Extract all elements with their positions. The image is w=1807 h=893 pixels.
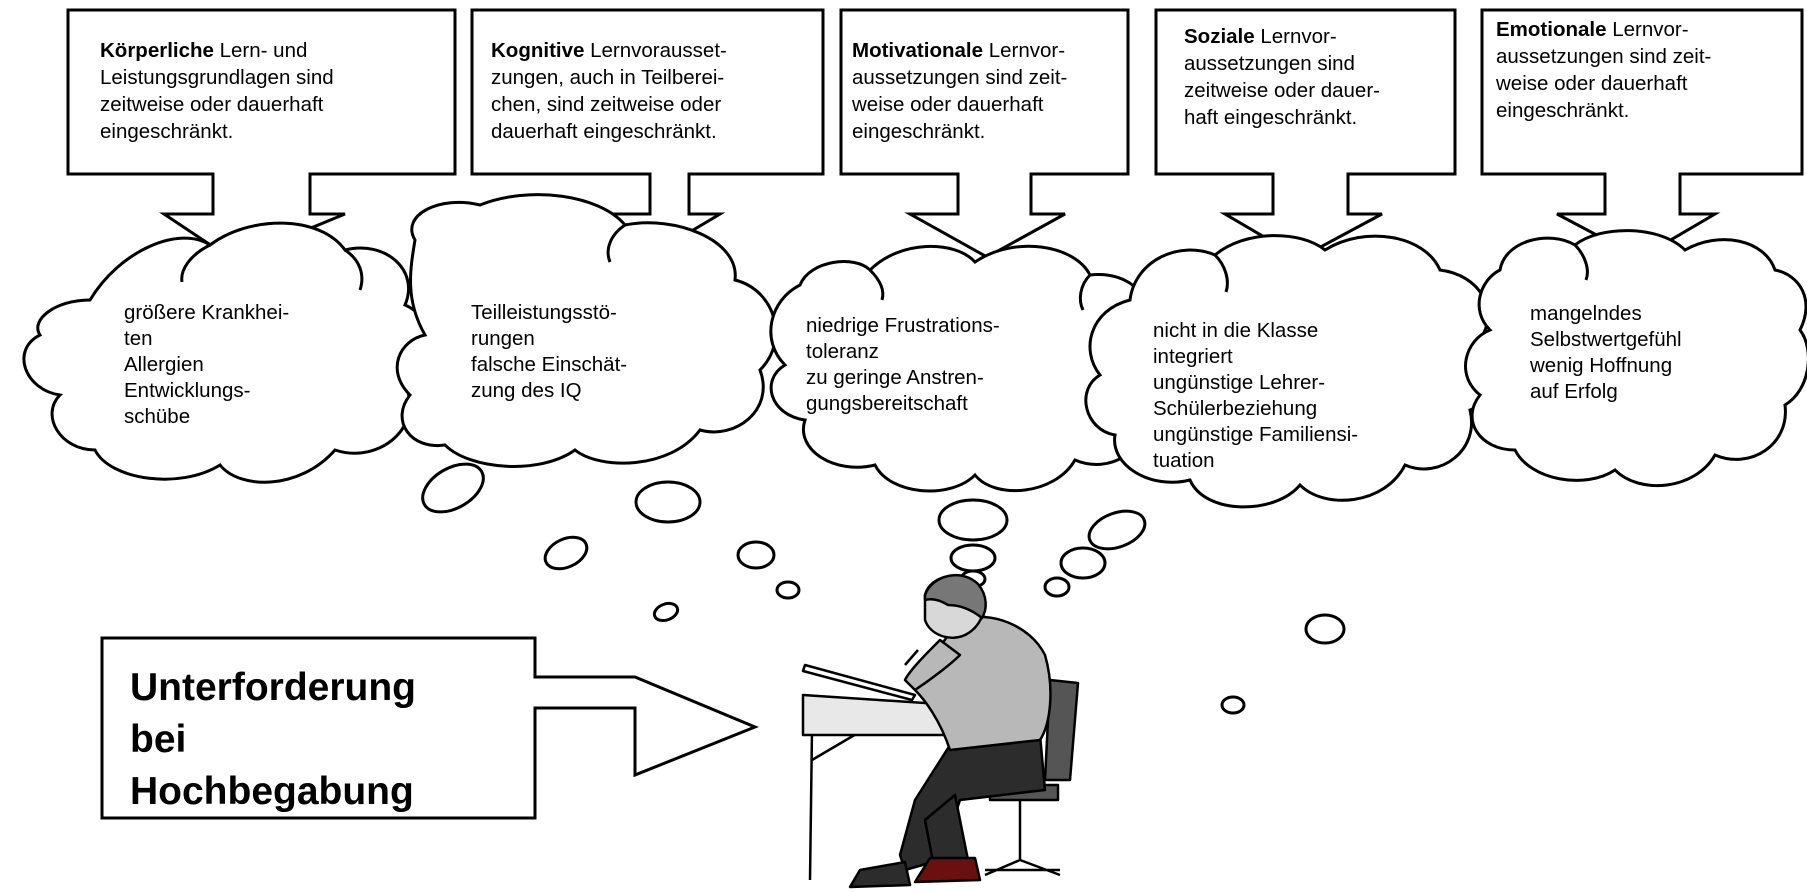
callout-text-motivationale: Motivationale Lernvor- aussetzungen sind… (852, 37, 1067, 145)
thought-cloud-koerperlich (22, 221, 431, 484)
student-at-desk-illustration (801, 574, 1080, 889)
thought-bubble (1304, 613, 1346, 645)
callout-line: Lernvor- (1606, 18, 1689, 41)
pants (898, 733, 1047, 872)
arrow-box-title: Unterforderung bei Hochbegabung (130, 662, 416, 818)
callout-bold: Emotionale (1496, 18, 1607, 41)
cloud-line: mangelndes (1530, 302, 1642, 325)
cloud-line: schübe (124, 405, 191, 428)
callout-line: eingeschränkt. (100, 120, 234, 143)
callout-line: aussetzungen sind zeit- (852, 66, 1068, 89)
callout-line: Lern- und (213, 39, 308, 62)
cloud-line: Schülerbeziehung (1153, 397, 1318, 420)
callout-line: zeitweise oder dauerhaft (100, 93, 324, 116)
thought-cloud-kognitiv (395, 193, 778, 468)
callout-line: Lernvor- (983, 39, 1066, 62)
callout-box-motivationale (839, 8, 1130, 259)
callout-text-emotionale: Emotionale Lernvor- aussetzungen sind ze… (1496, 16, 1711, 124)
callout-bold: Kognitive (491, 39, 585, 62)
cloud-text-motivational: niedrige Frustrations- toleranz zu gerin… (806, 313, 1000, 417)
callout-line: aussetzungen sind (1184, 52, 1355, 75)
callout-text-kognitive: Kognitive Lernvoraus­set- zungen, auch i… (491, 37, 727, 145)
cloud-line: nicht in die Klasse (1153, 319, 1319, 342)
callout-line: chen, sind zeitweise oder (491, 93, 722, 116)
cloud-line: rungen (471, 327, 535, 350)
callout-box-soziale (1154, 8, 1457, 260)
cloud-line: Teilleistungsstö- (471, 301, 617, 324)
cloud-text-koerperlich: größere Krankhei- ten Allergien Entwickl… (124, 300, 289, 430)
cloud-line: ten (124, 327, 153, 350)
thought-bubble (775, 580, 801, 600)
callout-line: haft eingeschränkt. (1184, 106, 1358, 129)
title-line: Unterforderung (130, 666, 416, 709)
cloud-line: größere Krankhei- (124, 301, 290, 324)
cloud-line: Selbstwertgefühl (1530, 328, 1682, 351)
callout-line: weise oder dauerhaft (1496, 72, 1688, 95)
thought-bubble (1043, 576, 1071, 598)
thought-bubble (1059, 546, 1107, 580)
callout-text-koerperliche: Körperliche Lern- und Leistungsgrundlage… (100, 37, 334, 145)
title-line: Hochbegabung (130, 770, 414, 813)
callout-line: eingeschränkt. (1496, 99, 1630, 122)
callout-line: Lernvor- (1254, 25, 1337, 48)
cloud-line: integriert (1153, 345, 1233, 368)
thought-bubble (421, 462, 485, 514)
cloud-text-emotional: mangelndes Selbstwertgefühl wenig Hoffnu… (1530, 301, 1682, 405)
cloud-line: zung des IQ (471, 379, 582, 402)
cloud-line: Entwicklungs- (124, 379, 251, 402)
thought-cloud-emotional (1464, 229, 1807, 488)
thought-bubble (652, 601, 680, 623)
cloud-line: falsche Einschät- (471, 353, 628, 376)
thought-bubble (634, 480, 702, 524)
callout-line: Lernvoraus­set- (584, 39, 727, 62)
shoe (913, 856, 982, 884)
callout-bold: Motivationale (852, 39, 983, 62)
callout-bold: Körperliche (100, 39, 214, 62)
cloud-text-kognitiv: Teilleistungsstö- rungen falsche Einschä… (471, 300, 627, 404)
cloud-line: tuation (1153, 449, 1215, 472)
cloud-line: auf Erfolg (1530, 380, 1618, 403)
cloud-line: wenig Hoffnung (1530, 354, 1673, 377)
callout-line: weise oder dauerhaft (852, 93, 1044, 116)
thought-bubble (949, 543, 997, 573)
callout-line: eingeschränkt. (852, 120, 986, 143)
callout-text-soziale: Soziale Lernvor- aussetzungen sind zeitw… (1184, 23, 1380, 131)
thought-bubble (1220, 695, 1246, 715)
cloud-line: ungünstige Familiensi- (1153, 423, 1359, 446)
callout-line: zungen, auch in Teilberei- (491, 66, 725, 89)
callout-box-emotionale (1480, 8, 1804, 260)
callout-line: aussetzungen sind zeit- (1496, 45, 1712, 68)
callout-line: dauerhaft eingeschränkt. (491, 120, 717, 143)
thought-cloud-sozial (1084, 234, 1498, 509)
cloud-line: ungünstige Lehrer- (1153, 371, 1326, 394)
cloud-text-sozial: nicht in die Klasse integriert ungünstig… (1153, 318, 1358, 474)
callout-bold: Soziale (1184, 25, 1255, 48)
thought-bubble (1087, 509, 1147, 551)
cloud-line: niedrige Frustrations- (806, 314, 1000, 337)
cloud-line: toleranz (806, 340, 879, 363)
thought-bubble (736, 540, 776, 570)
thought-bubble (937, 498, 1009, 542)
hair (923, 574, 987, 620)
cloud-line: Allergien (124, 353, 204, 376)
cloud-line: gungsbereitschaft (806, 392, 968, 415)
thought-bubble (543, 535, 589, 571)
callout-line: zeitweise oder dauer- (1184, 79, 1380, 102)
chair (1043, 678, 1080, 782)
cloud-line: zu geringe Anstren- (806, 366, 984, 389)
callout-line: Leistungsgrundlagen sind (100, 66, 334, 89)
title-line: bei (130, 718, 187, 761)
arrow-box (100, 636, 759, 820)
